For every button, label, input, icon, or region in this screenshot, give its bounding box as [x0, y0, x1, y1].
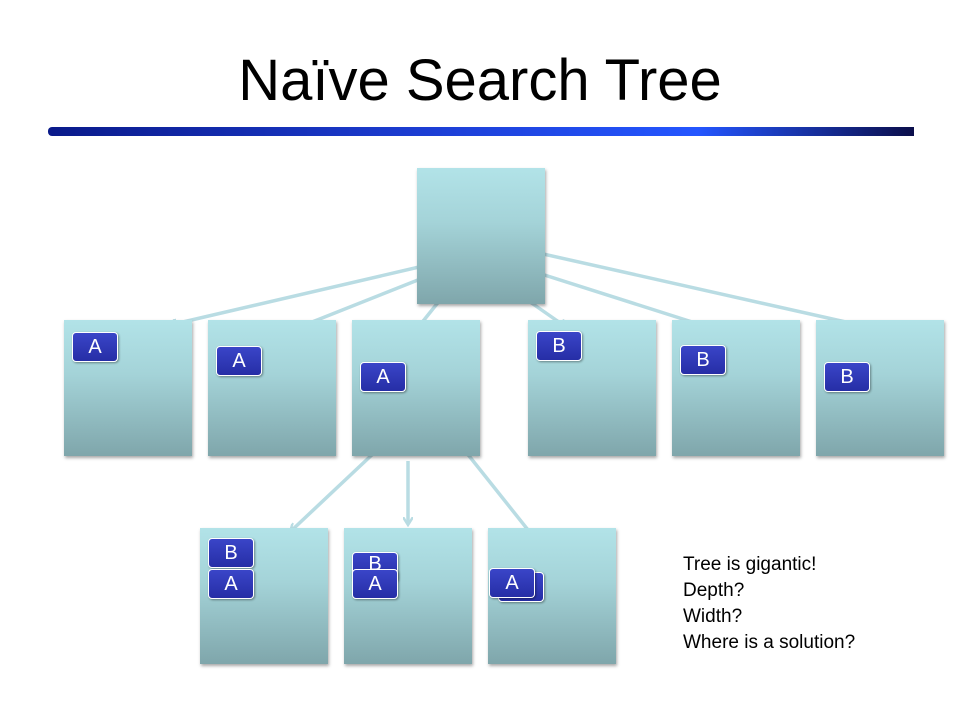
note-line: Depth? — [683, 580, 745, 601]
block-label: B — [208, 538, 254, 568]
level2-node-2: B A — [344, 528, 472, 664]
block-label: A — [208, 569, 254, 599]
block-label: A — [72, 332, 118, 362]
note-line: Width? — [683, 606, 743, 627]
notes-text: Tree is gigantic! Depth? Width? Where is… — [683, 552, 855, 656]
block-label: B — [680, 345, 726, 375]
block-label: A — [216, 346, 262, 376]
edge-root-to-node-1 — [170, 262, 433, 325]
title-underline-bar — [48, 127, 914, 136]
block-label: A — [360, 362, 406, 392]
level1-node-6: B — [816, 320, 944, 456]
level1-node-4: B — [528, 320, 656, 456]
root-node — [417, 168, 545, 304]
block-label: A — [489, 568, 535, 598]
level2-node-3: A — [488, 528, 616, 664]
level2-node-1: B A — [200, 528, 328, 664]
edge-root-to-node-2 — [297, 272, 434, 328]
edge-root-to-node-6 — [520, 247, 868, 327]
block-label: B — [824, 362, 870, 392]
block-label: B — [536, 331, 582, 361]
slide-title: Naïve Search Tree — [238, 48, 722, 113]
edge-node-3-to-child-3 — [456, 440, 536, 540]
note-line: Tree is gigantic! — [683, 554, 817, 575]
edge-node-3-to-child-1 — [291, 449, 378, 531]
level1-node-1: A — [64, 320, 192, 456]
note-line: Where is a solution? — [683, 632, 856, 653]
level1-node-5: B — [672, 320, 800, 456]
level1-node-2: A — [208, 320, 336, 456]
level1-node-3: A — [352, 320, 480, 456]
block-label: A — [352, 569, 398, 599]
